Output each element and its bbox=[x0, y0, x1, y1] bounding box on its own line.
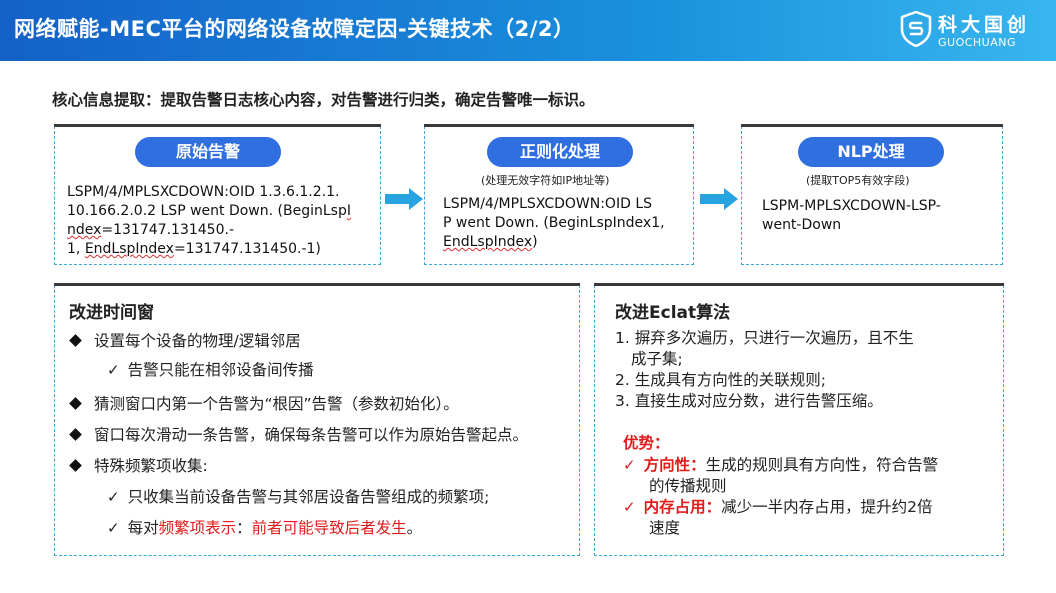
time-window-item-4-sub-2: ✓ 每对频繁项表示：前者可能导致后者发生。 bbox=[107, 516, 422, 538]
arrow-right-icon bbox=[385, 188, 423, 210]
eclat-title: 改进Eclat算法 bbox=[615, 303, 731, 323]
raw-alarm-line-3: ndex=131747.131450.- bbox=[67, 221, 377, 240]
sub-2-end: 。 bbox=[406, 519, 423, 537]
advantage-title: 优势： bbox=[623, 434, 670, 452]
raw-alarm-line-2: 10.166.2.0.2 LSP went Down. (BeginLspI bbox=[67, 202, 377, 221]
eclat-step-2: 2. 生成具有方向性的关联规则; bbox=[615, 371, 826, 389]
nlp-label: NLP处理 bbox=[798, 137, 944, 167]
eclat-step-list: 1. 摒弃多次遍历，只进行一次遍历，且不生 成子集; 2. 生成具有方向性的关联… bbox=[615, 328, 995, 412]
nlp-line-1: LSPM-MPLSXCDOWN-LSP- bbox=[762, 198, 941, 214]
nlp-text: LSPM-MPLSXCDOWN-LSP- went-Down bbox=[762, 197, 998, 235]
regex-line-3: EndLspIndex) bbox=[443, 233, 693, 252]
eclat-step-1-line-1: 1. 摒弃多次遍历，只进行一次遍历，且不生 bbox=[615, 329, 914, 347]
checkmark-icon: ✓ bbox=[107, 519, 120, 537]
sub-2-highlight-1: 频繁项表示 bbox=[158, 519, 237, 537]
regex-line-3c: ) bbox=[532, 234, 538, 250]
diamond-bullet-icon bbox=[69, 397, 82, 410]
logo-name: 科大国创 bbox=[938, 14, 1031, 36]
diamond-bullet-icon bbox=[69, 428, 82, 441]
diamond-bullet-icon bbox=[69, 459, 82, 472]
raw-alarm-line-3c: =131747.131450.- bbox=[101, 222, 234, 238]
time-window-item-3: 窗口每次滑动一条告警，确保每条告警可以作为原始告警起点。 bbox=[69, 423, 528, 445]
raw-alarm-line-4b: EndLspIndex bbox=[84, 241, 174, 257]
time-window-item-3-text: 窗口每次滑动一条告警，确保每条告警可以作为原始告警起点。 bbox=[94, 426, 529, 444]
eclat-box: 改进Eclat算法 1. 摒弃多次遍历，只进行一次遍历，且不生 成子集; 2. … bbox=[594, 283, 1004, 556]
checkmark-icon: ✓ bbox=[623, 498, 636, 516]
advantage-2-line-2: 速度 bbox=[649, 519, 681, 537]
regex-line-2: P went Down. (BeginLspIndex1, bbox=[443, 215, 665, 231]
advantage-2-line-1: ✓ 内存占用：减少一半内存占用，提升约2倍 bbox=[623, 497, 993, 518]
time-window-item-4-text: 特殊频繁项收集: bbox=[94, 457, 208, 475]
advantage-1-line-1: ✓ 方向性：生成的规则具有方向性，符合告警 bbox=[623, 455, 993, 476]
advantage-1-label: 方向性： bbox=[643, 456, 706, 474]
card-top-bar bbox=[54, 124, 381, 127]
advantage-1-line-2: 的传播规则 bbox=[649, 477, 727, 495]
advantage-1-text: 生成的规则具有方向性，符合告警 bbox=[705, 456, 939, 474]
advantage-2: ✓ 内存占用：减少一半内存占用，提升约2倍 速度 bbox=[623, 497, 993, 539]
diamond-bullet-icon bbox=[69, 334, 82, 347]
section-subtitle: 核心信息提取：提取告警日志核心内容，对告警进行归类，确定告警唯一标识。 bbox=[52, 91, 595, 109]
raw-alarm-label: 原始告警 bbox=[135, 137, 281, 167]
nlp-note: (提取TOP5有效字段) bbox=[806, 174, 910, 187]
box-top-bar bbox=[594, 283, 1004, 286]
regex-note: (处理无效字符如IP地址等) bbox=[481, 174, 610, 187]
sub-2-highlight-2: 前者可能导致后者发生 bbox=[251, 519, 407, 537]
advantage-2-text: 减少一半内存占用，提升约2倍 bbox=[721, 498, 933, 516]
time-window-item-4-sub-1: ✓ 只收集当前设备告警与其邻居设备告警组成的频繁项; bbox=[107, 485, 489, 507]
raw-alarm-line-2b: I bbox=[346, 203, 351, 219]
regex-line-1: LSPM/4/MPLSXCDOWN:OID LS bbox=[443, 196, 653, 212]
nlp-card: NLP处理 (提取TOP5有效字段) LSPM-MPLSXCDOWN-LSP- … bbox=[741, 124, 1003, 265]
shield-logo-icon bbox=[900, 11, 932, 47]
slide-title: 网络赋能-MEC平台的网络设备故障定因-关键技术（2/2） bbox=[14, 17, 575, 41]
time-window-item-2: 猜测窗口内第一个告警为“根因”告警（参数初始化）。 bbox=[69, 392, 459, 414]
eclat-step-3: 3. 直接生成对应分数，进行告警压缩。 bbox=[615, 392, 883, 410]
nlp-line-2: went-Down bbox=[762, 217, 842, 233]
company-logo: 科大国创 GUOCHUANG bbox=[900, 10, 1050, 54]
raw-alarm-line-4c: =131747.131450.-1) bbox=[173, 241, 321, 257]
checkmark-icon: ✓ bbox=[107, 488, 120, 506]
time-window-item-4-sub-1-text: 只收集当前设备告警与其邻居设备告警组成的频繁项; bbox=[127, 488, 490, 506]
card-top-bar bbox=[424, 124, 694, 127]
advantage-1: ✓ 方向性：生成的规则具有方向性，符合告警 的传播规则 bbox=[623, 455, 993, 497]
regex-card: 正则化处理 (处理无效字符如IP地址等) LSPM/4/MPLSXCDOWN:O… bbox=[424, 124, 694, 265]
time-window-item-4: 特殊频繁项收集: bbox=[69, 454, 208, 476]
raw-alarm-line-3b: ndex bbox=[67, 222, 102, 238]
time-window-item-1-sub: ✓ 告警只能在相邻设备间传播 bbox=[107, 358, 314, 380]
box-top-bar bbox=[54, 283, 580, 286]
logo-subtext: GUOCHUANG bbox=[938, 36, 1017, 49]
advantage-2-label: 内存占用： bbox=[643, 498, 722, 516]
time-window-item-2-text: 猜测窗口内第一个告警为“根因”告警（参数初始化）。 bbox=[94, 395, 459, 413]
checkmark-icon: ✓ bbox=[107, 361, 120, 379]
raw-alarm-text: LSPM/4/MPLSXCDOWN:OID 1.3.6.1.2.1. 10.16… bbox=[67, 183, 377, 259]
raw-alarm-line-1: LSPM/4/MPLSXCDOWN:OID 1.3.6.1.2.1. bbox=[67, 184, 340, 200]
time-window-item-1: 设置每个设备的物理/逻辑邻居 bbox=[69, 329, 301, 351]
regex-label: 正则化处理 bbox=[487, 137, 633, 167]
time-window-item-1-sub-text: 告警只能在相邻设备间传播 bbox=[127, 361, 314, 379]
checkmark-icon: ✓ bbox=[623, 456, 636, 474]
sub-2-colon: ： bbox=[236, 519, 252, 537]
card-top-bar bbox=[741, 124, 1003, 127]
time-window-box: 改进时间窗 设置每个设备的物理/逻辑邻居 ✓ 告警只能在相邻设备间传播 猜测窗口内… bbox=[54, 283, 580, 556]
eclat-step-1-line-2: 成子集; bbox=[631, 350, 683, 368]
regex-line-3b: EndLspIndex bbox=[443, 234, 533, 250]
raw-alarm-line-4: 1, EndLspIndex=131747.131450.-1) bbox=[67, 240, 377, 259]
time-window-title: 改进时间窗 bbox=[69, 303, 154, 323]
sub-2-prefix: 每对 bbox=[127, 519, 159, 537]
raw-alarm-card: 原始告警 LSPM/4/MPLSXCDOWN:OID 1.3.6.1.2.1. … bbox=[54, 124, 381, 265]
regex-text: LSPM/4/MPLSXCDOWN:OID LS P went Down. (B… bbox=[443, 195, 693, 252]
time-window-item-1-text: 设置每个设备的物理/逻辑邻居 bbox=[94, 332, 301, 350]
raw-alarm-line-4a: 1, bbox=[67, 241, 85, 257]
raw-alarm-line-2a: 10.166.2.0.2 LSP went Down. (BeginLsp bbox=[67, 203, 347, 219]
header-bar: 网络赋能-MEC平台的网络设备故障定因-关键技术（2/2） 科大国创 GUOCH… bbox=[0, 0, 1056, 61]
arrow-right-icon bbox=[700, 188, 738, 210]
